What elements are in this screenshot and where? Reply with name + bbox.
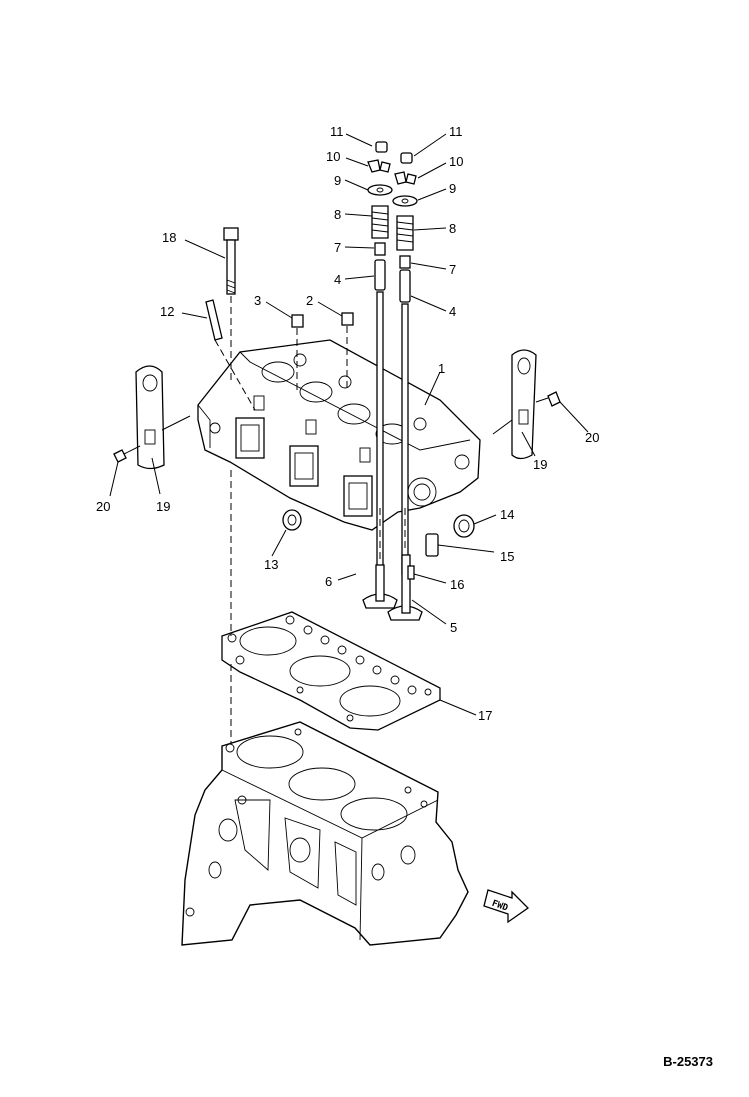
callout-9-right: 9	[449, 181, 456, 196]
callout-2: 2	[306, 293, 313, 308]
callout-4-right: 4	[449, 304, 456, 319]
callout-18: 18	[162, 230, 176, 245]
callout-17: 17	[478, 708, 492, 723]
pin-16	[407, 565, 415, 580]
callout-7-right: 7	[449, 262, 456, 277]
callout-19-right: 19	[533, 457, 547, 472]
callout-9-left: 9	[334, 173, 341, 188]
callout-14: 14	[500, 507, 514, 522]
callout-5: 5	[450, 620, 457, 635]
leader-lines	[109, 133, 589, 716]
plug-2	[341, 312, 354, 326]
alignment-lines	[214, 296, 406, 744]
stud	[205, 299, 223, 341]
callout-13: 13	[264, 557, 278, 572]
cylinder-block	[181, 721, 469, 946]
callout-20-left: 20	[96, 499, 110, 514]
callout-10-right: 10	[449, 154, 463, 169]
callout-7-left: 7	[334, 240, 341, 255]
callout-8-left: 8	[334, 207, 341, 222]
callout-20-right: 20	[585, 430, 599, 445]
seal-13	[282, 509, 302, 531]
bracket-bolt-left	[113, 445, 141, 463]
callout-8-right: 8	[449, 221, 456, 236]
valve-train-right	[387, 152, 423, 621]
head-bolt	[223, 227, 239, 295]
guide-15	[425, 533, 439, 557]
callout-16: 16	[450, 577, 464, 592]
bracket-bolt-right	[535, 391, 561, 407]
lifting-bracket-left	[135, 365, 165, 470]
callout-11-right: 11	[449, 124, 463, 139]
head-gasket	[221, 611, 441, 731]
callout-15: 15	[500, 549, 514, 564]
callout-19-left: 19	[156, 499, 170, 514]
fwd-arrow-icon: FWD	[483, 889, 530, 924]
callout-3: 3	[254, 293, 261, 308]
figure-number: B-25373	[663, 1054, 713, 1069]
callout-6: 6	[325, 574, 332, 589]
cylinder-head	[197, 339, 481, 531]
callout-1: 1	[438, 361, 445, 376]
seal-14	[453, 514, 475, 538]
lifting-bracket-right	[511, 349, 537, 460]
valve-train-left	[362, 141, 398, 609]
callout-4-left: 4	[334, 272, 341, 287]
callout-10-left: 10	[326, 149, 340, 164]
callout-numbers: 11 11 10 10 9 9 8 8 18 7 7 4 4 3 2 12 1 …	[96, 124, 599, 723]
plug-3	[291, 314, 304, 328]
callout-12: 12	[160, 304, 174, 319]
callout-11-left: 11	[330, 124, 344, 139]
